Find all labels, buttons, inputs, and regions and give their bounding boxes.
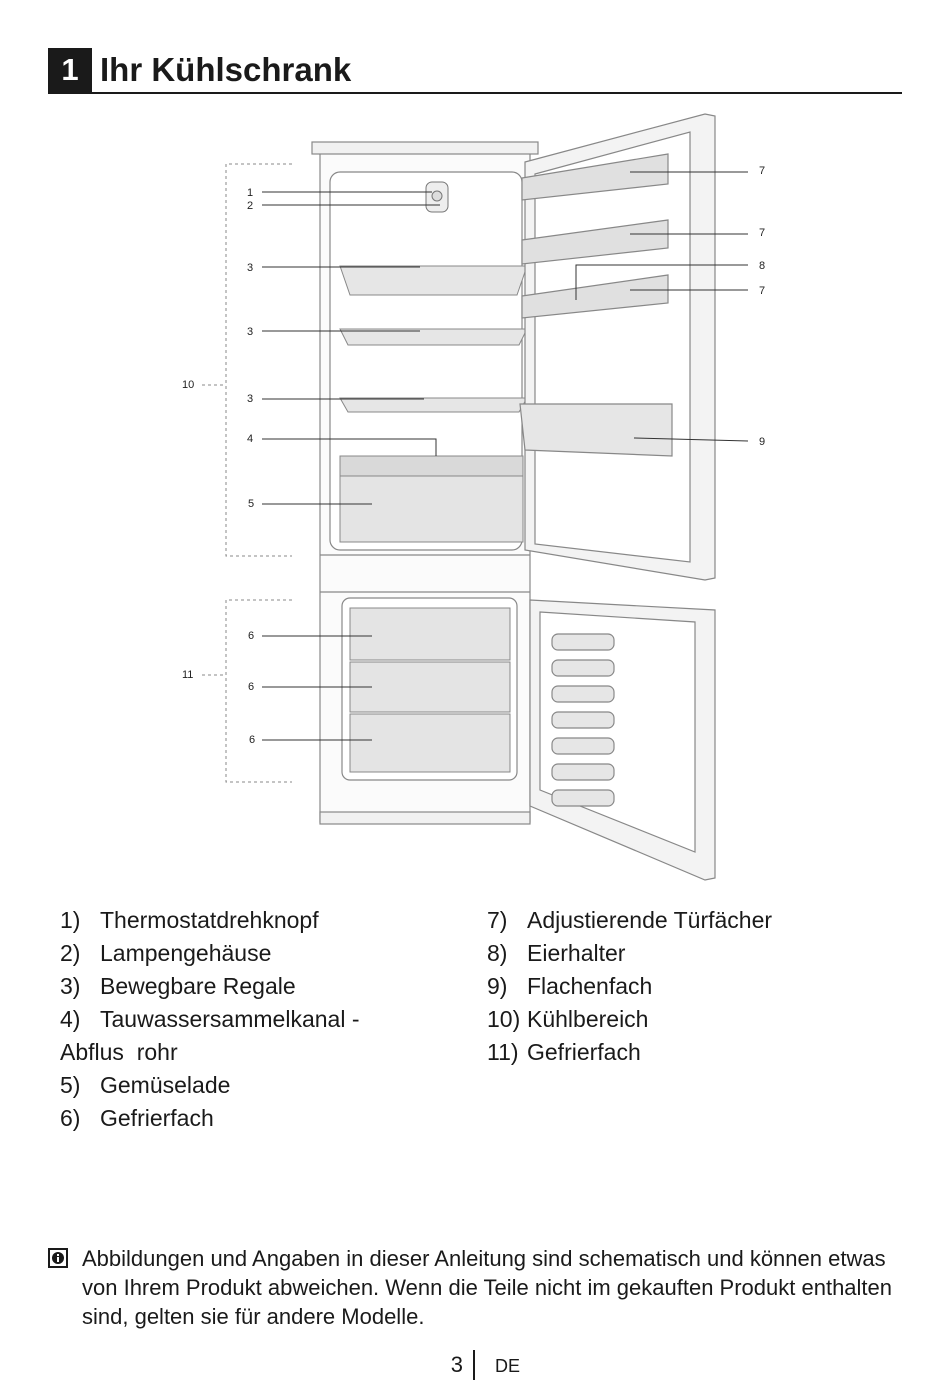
note-text: Abbildungen und Angaben in dieser Anleit…: [82, 1246, 893, 1329]
thermostat-lamp: [425, 181, 449, 213]
callout-7b: 7: [759, 227, 765, 239]
callout-7a: 7: [759, 165, 765, 177]
callout-10: 10: [182, 379, 194, 391]
lower-door: [529, 599, 716, 881]
section-title: Ihr Kühlschrank: [100, 51, 352, 88]
zone-brackets: [202, 163, 292, 783]
legend-item: 6)Gefrierfach: [60, 1105, 214, 1131]
footer-divider: [473, 1350, 475, 1380]
info-note: Abbildungen und Angaben in dieser Anleit…: [48, 1244, 898, 1331]
callout-7c: 7: [759, 285, 765, 297]
callout-3b: 3: [247, 326, 253, 338]
freezer-drawers: [349, 607, 511, 773]
legend-item: 2)Lampengehäuse: [60, 940, 272, 966]
legend-item: 10)Kühlbereich: [487, 1006, 649, 1032]
callout-6b: 6: [248, 681, 254, 693]
callout-5: 5: [248, 498, 254, 510]
fridge-diagram: 1 2 3 3 3 4 5 6 6 6 7 7 8 7 9 10 11: [182, 113, 765, 881]
shelves: [339, 265, 528, 543]
section-header: 1 Ihr Kühlschrank: [48, 48, 902, 94]
page-footer: 3 DE: [0, 1350, 950, 1380]
callout-8: 8: [759, 260, 765, 272]
legend-item: 9)Flachenfach: [487, 973, 653, 999]
info-icon: [48, 1248, 68, 1268]
page-number: 3: [450, 1352, 463, 1377]
legend-item: 3)Bewegbare Regale: [60, 973, 296, 999]
callout-11: 11: [182, 669, 193, 681]
legend-left: 1)Thermostatdrehknopf 2)Lampengehäuse 3)…: [60, 904, 420, 1135]
leader-lines: [262, 171, 749, 741]
callout-3a: 3: [247, 262, 253, 274]
legend-right: 7)Adjustierende Türfächer 8)Eierhalter 9…: [487, 904, 907, 1069]
callout-2: 2: [247, 200, 253, 212]
legend-item: 11)Gefrierfach: [487, 1039, 641, 1065]
legend-item: 4)Tauwassersammelkanal - Abflus rohr: [60, 1006, 360, 1065]
callout-6a: 6: [248, 630, 254, 642]
callout-6c: 6: [249, 734, 255, 746]
legend-item: 5)Gemüselade: [60, 1072, 231, 1098]
callout-1: 1: [247, 187, 253, 199]
language-code: DE: [495, 1356, 521, 1376]
callout-numbers: 1 2 3 3 3 4 5 6 6 6 7 7 8 7 9 10 11: [182, 165, 765, 746]
callout-9: 9: [759, 436, 765, 448]
legend-item: 1)Thermostatdrehknopf: [60, 907, 319, 933]
legend-item: 7)Adjustierende Türfächer: [487, 907, 773, 933]
legend-item: 8)Eierhalter: [487, 940, 626, 966]
upper-door: [519, 113, 716, 581]
callout-4: 4: [247, 433, 253, 445]
section-number: 1: [48, 48, 92, 92]
callout-3c: 3: [247, 393, 253, 405]
